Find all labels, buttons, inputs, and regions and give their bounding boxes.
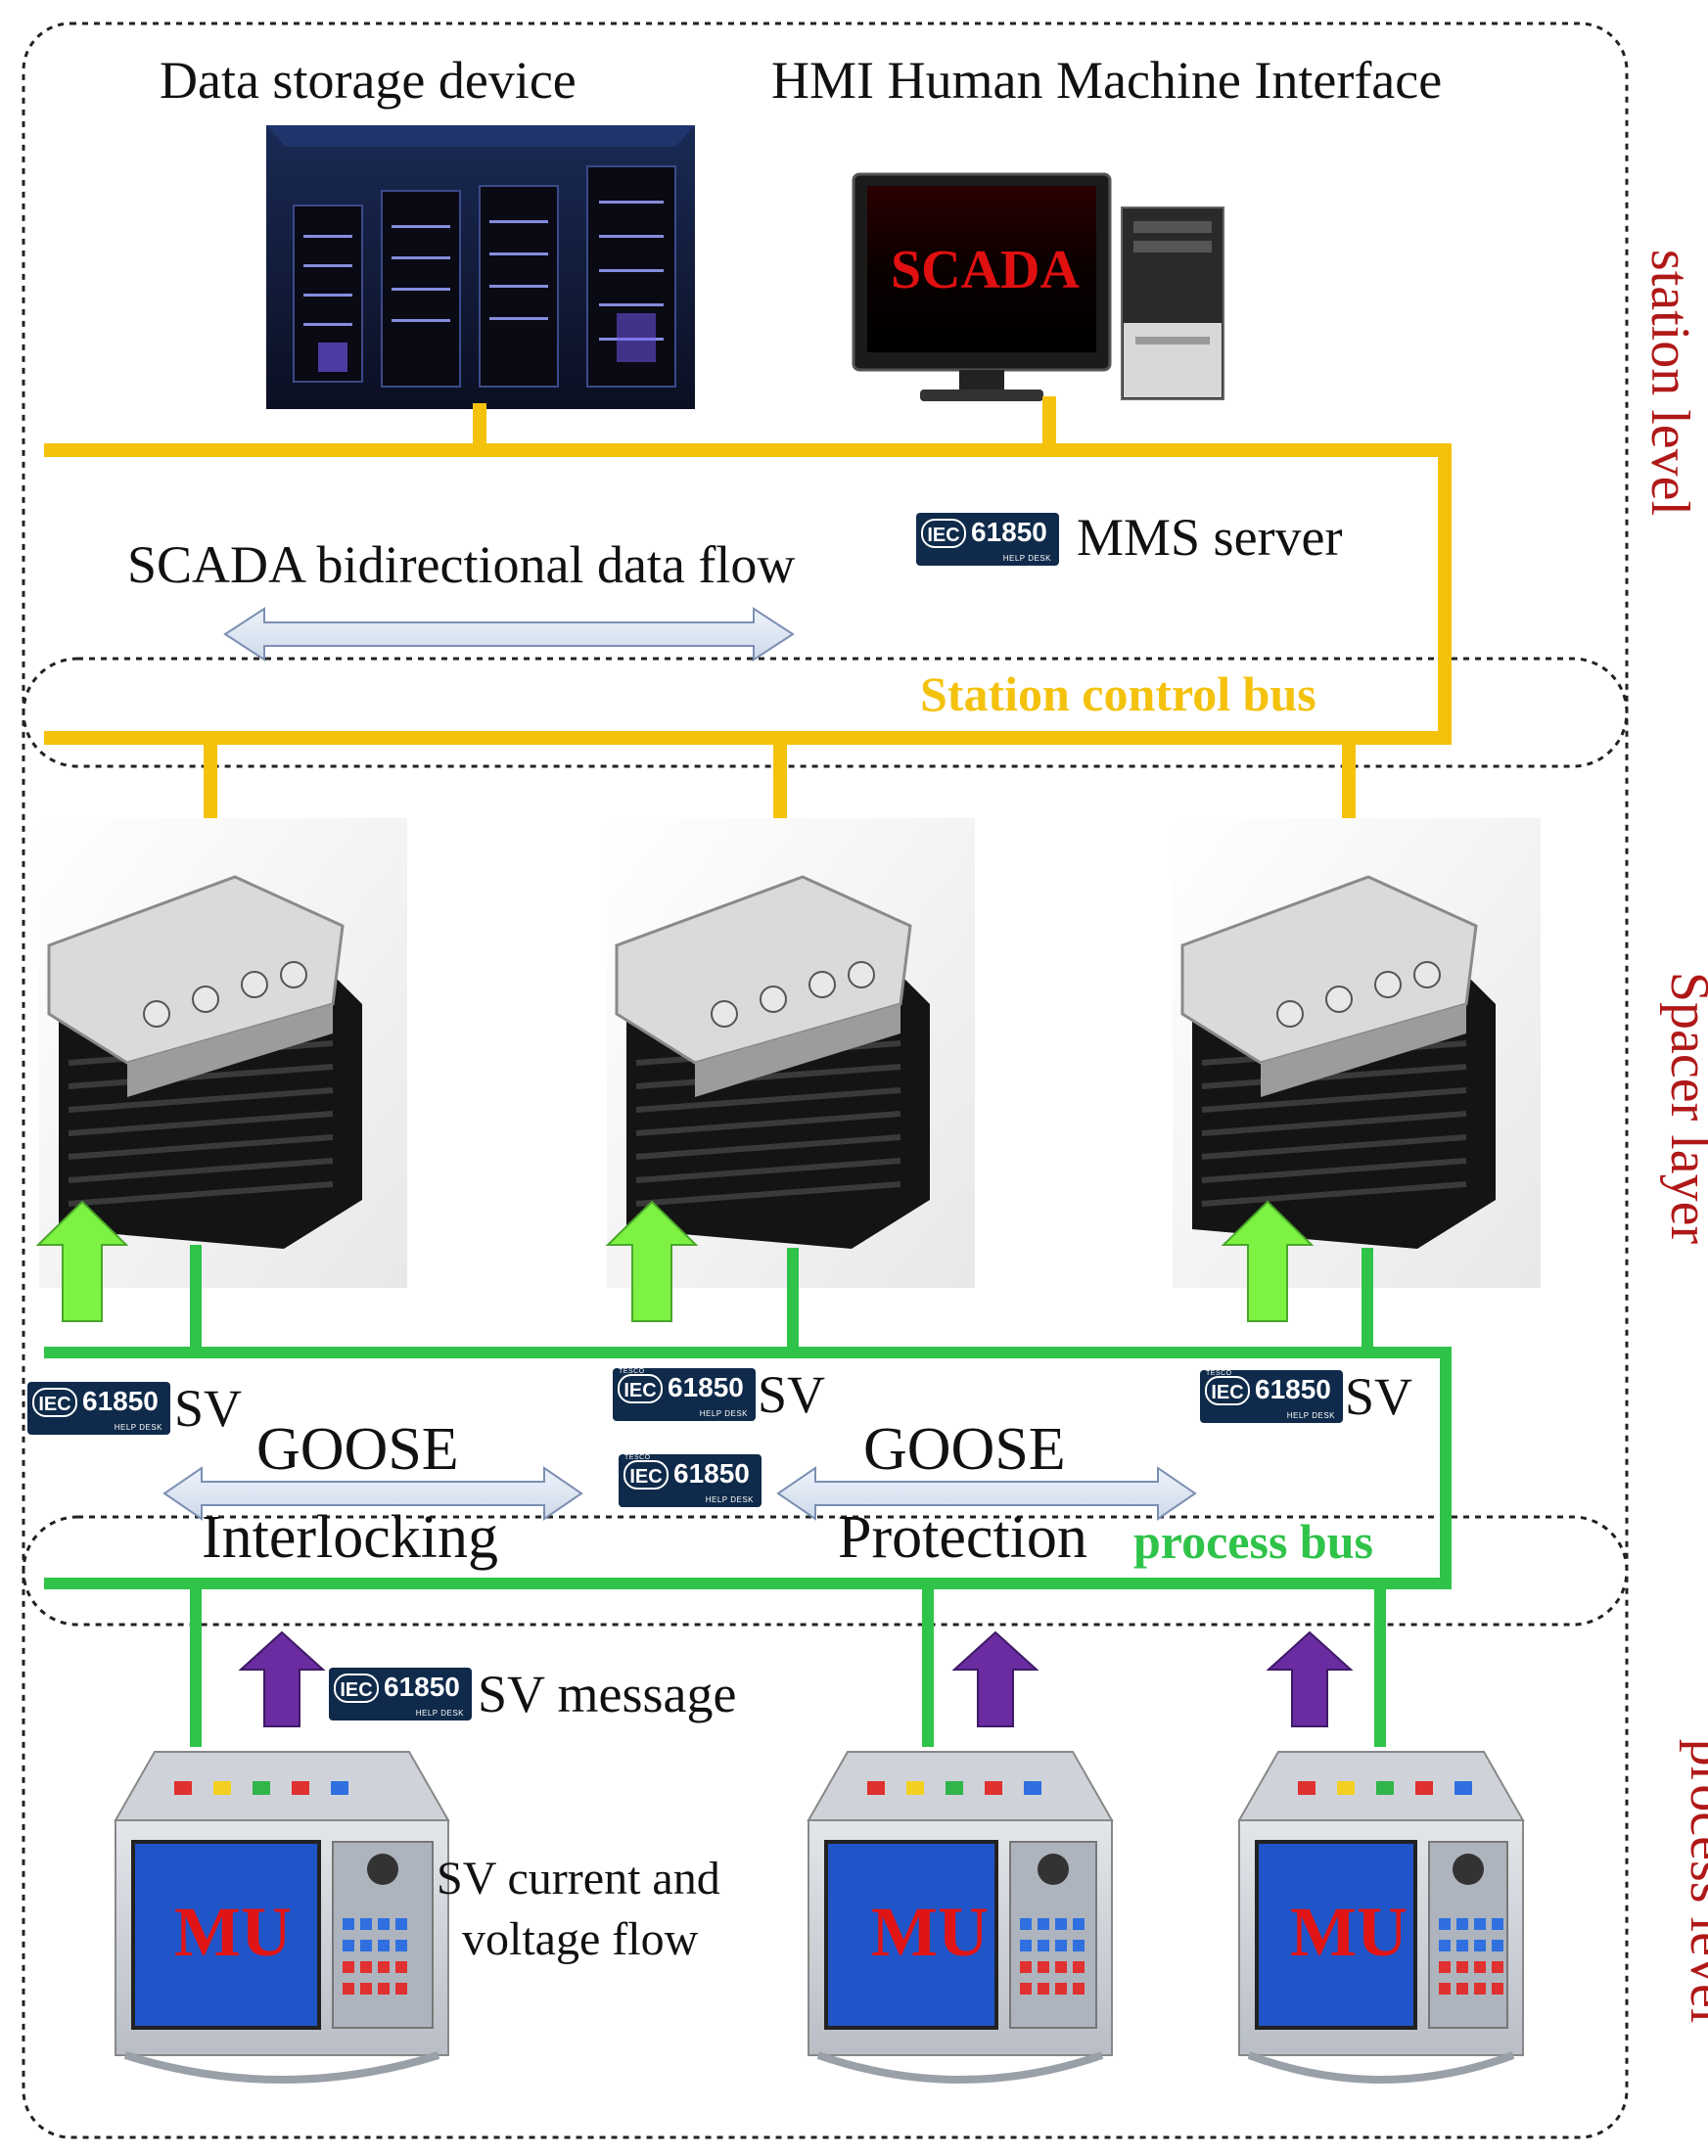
solid-state-relay-image — [39, 818, 407, 1288]
green-up-arrows — [35, 1200, 1315, 1322]
iec61850-badge: IEC 61850 HELP DESK — [27, 1382, 170, 1435]
iec61850-badge: IEC 61850 HELP DESK — [329, 1668, 472, 1720]
merging-unit-image — [807, 1751, 1114, 2084]
data-storage-label: Data storage device — [160, 51, 577, 110]
green-up-arrow — [605, 1200, 699, 1322]
data-storage-image — [266, 125, 695, 409]
station-bus-band — [22, 657, 1629, 768]
mu-screen-label: MU — [174, 1893, 292, 1971]
interlocking-label: Interlocking — [202, 1504, 499, 1571]
goose-protection-arrow — [776, 1466, 1197, 1521]
relay-devices — [39, 818, 1541, 1288]
sv-label: SV — [1345, 1367, 1413, 1426]
solid-state-relay-image — [607, 818, 975, 1288]
process-level-label: process level — [1679, 1738, 1708, 2024]
sv-flow-label-line1: SV current and — [437, 1853, 720, 1904]
sv-flow-label-line2: voltage flow — [462, 1913, 699, 1965]
process-bus-label: process bus — [1133, 1514, 1373, 1569]
merging-unit-devices — [114, 1751, 1525, 2084]
mms-server-label: MMS server — [1077, 508, 1343, 567]
mu-screen-label: MU — [871, 1893, 989, 1971]
iec61850-badge: TESCO IEC 61850 HELP DESK — [619, 1454, 762, 1507]
protection-label: Protection — [838, 1504, 1087, 1571]
goose-label: GOOSE — [863, 1416, 1066, 1483]
scada-flow-arrow — [223, 607, 795, 662]
iec61850-badge: IEC 61850 HELP DESK — [916, 513, 1059, 566]
process-bus-band — [22, 1515, 1629, 1627]
goose-label: GOOSE — [256, 1416, 459, 1483]
station-level-label: station level — [1639, 249, 1700, 517]
purple-sv-arrows — [238, 1630, 1354, 1727]
iec61850-badge: TESCO IEC 61850 HELP DESK — [613, 1368, 756, 1421]
process-bus-lines — [44, 1245, 1452, 1747]
solid-state-relay-image — [1173, 818, 1541, 1288]
iec61850-badge: TESCO IEC 61850 HELP DESK — [1200, 1370, 1343, 1423]
mu-screen-label: MU — [1290, 1893, 1408, 1971]
sv-label: SV — [758, 1365, 826, 1424]
scada-screen-text: SCADA — [891, 240, 1080, 300]
outer-frame — [22, 22, 1629, 2139]
purple-up-arrow — [1266, 1630, 1354, 1727]
green-up-arrow — [1221, 1200, 1315, 1322]
merging-unit-image — [1237, 1751, 1525, 2084]
purple-up-arrow — [951, 1630, 1039, 1727]
hmi-computer-image — [852, 172, 1224, 401]
sv-label: SV — [174, 1379, 243, 1438]
station-bus-label: Station control bus — [920, 666, 1316, 721]
spacer-layer-label: Spacer layer — [1659, 971, 1708, 1245]
purple-up-arrow — [238, 1630, 326, 1727]
scada-flow-label: SCADA bidirectional data flow — [127, 535, 796, 594]
station-bus-lines — [44, 396, 1452, 847]
merging-unit-image — [114, 1751, 450, 2084]
sv-message-label: SV message — [478, 1665, 737, 1723]
goose-interlocking-arrow — [162, 1466, 583, 1521]
hmi-label: HMI Human Machine Interface — [771, 51, 1443, 110]
green-up-arrow — [35, 1200, 129, 1322]
